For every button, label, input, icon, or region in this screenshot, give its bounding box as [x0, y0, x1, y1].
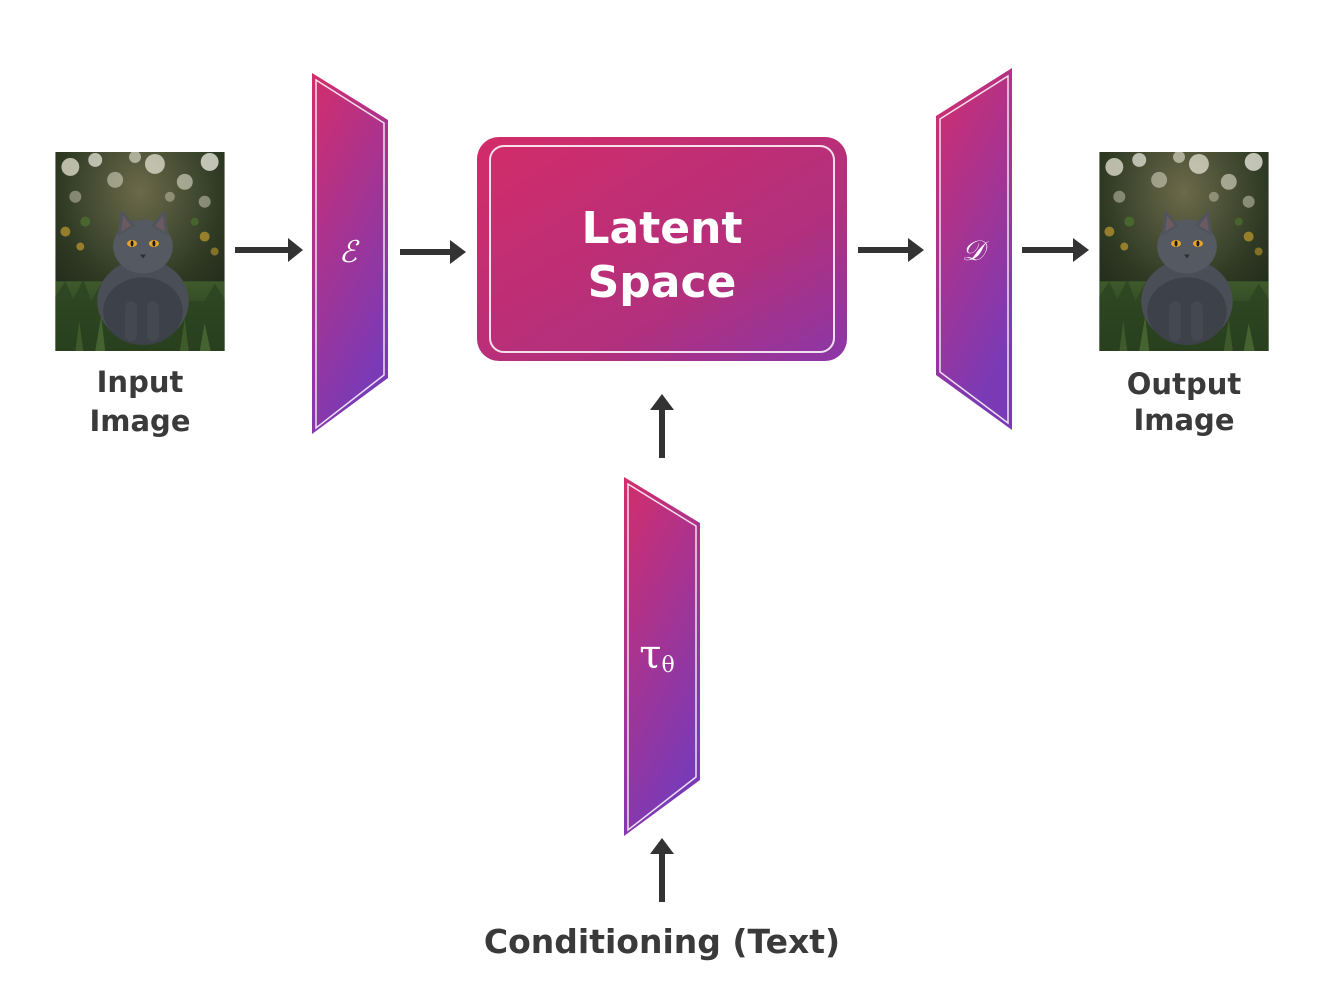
latent-space-box	[477, 137, 847, 361]
output-image-label-line2: Image	[1133, 403, 1234, 437]
text-encoder-block	[624, 477, 700, 836]
arrow-conditioning-to-text-encoder	[650, 838, 674, 902]
text-encoder-theta-subscript: θ	[661, 653, 674, 678]
encoder-block	[312, 73, 388, 434]
latent-space-title-line1: Latent	[582, 203, 743, 254]
input-image-label-line1: Input	[97, 365, 184, 399]
arrow-text-encoder-to-latent	[650, 394, 674, 458]
encoder-symbol: ℰ	[339, 235, 360, 270]
decoder-block	[936, 68, 1012, 430]
arrow-encoder-to-latent	[400, 240, 466, 264]
conditioning-label: Conditioning (Text)	[484, 922, 840, 961]
arrow-latent-to-decoder	[858, 238, 924, 262]
text-encoder-symbol: τθ	[639, 632, 674, 678]
output-image	[1099, 152, 1269, 351]
latent-space-title-line2: Space	[588, 257, 737, 308]
output-image-label-line1: Output	[1127, 367, 1242, 401]
text-encoder-tau: τ	[639, 632, 661, 678]
input-image-label-line2: Image	[89, 404, 190, 438]
arrow-decoder-to-output	[1022, 238, 1089, 262]
arrow-input-to-encoder	[235, 238, 303, 262]
input-image	[55, 152, 225, 351]
